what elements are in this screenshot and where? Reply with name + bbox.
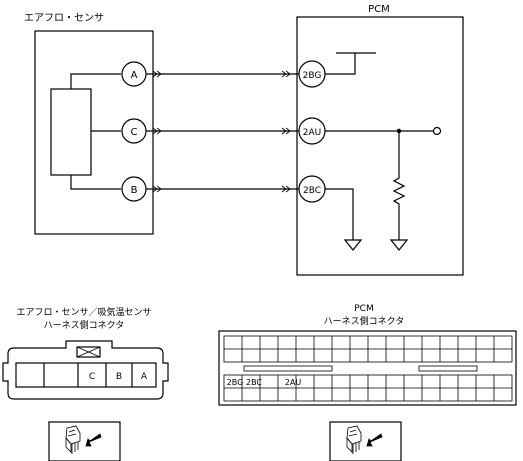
svg-text:A: A: [131, 70, 138, 81]
svg-text:2BC: 2BC: [303, 186, 321, 196]
svg-text:B: B: [131, 185, 138, 196]
sensor-pin-a: A: [121, 61, 147, 87]
svg-text:C: C: [131, 127, 138, 138]
pcm-connector-label-2bc: 2BC: [246, 378, 262, 387]
svg-text:2AU: 2AU: [303, 128, 321, 138]
pcm-pin-2au: 2AU: [298, 117, 326, 145]
ground-symbol: [389, 239, 409, 251]
sensor-title: エアフロ・センサ: [24, 12, 104, 24]
sensor-harness-connector: C B A: [2, 340, 169, 400]
sensor-pin-b: B: [121, 176, 147, 202]
pcm-connector-label-2au: 2AU: [285, 378, 302, 387]
wire-a-2bg: [146, 70, 299, 78]
sensor-connector-cell-c: C: [89, 372, 95, 382]
ground-symbol: [343, 239, 363, 251]
pcm-connector-subtitle: ハーネス側コネクタ: [324, 315, 405, 327]
connector-view-icon: [48, 421, 121, 461]
svg-text:2BG: 2BG: [303, 71, 322, 81]
pcm-box: [296, 16, 464, 276]
sensor-connector-cell-b: B: [116, 372, 122, 382]
sensor-connector-subtitle: ハーネス側コネクタ: [44, 319, 125, 331]
sensor-box: [34, 30, 154, 235]
sensor-element: [50, 88, 92, 176]
wire-b-2bc: [146, 185, 299, 193]
sensor-pin-c: C: [121, 118, 147, 144]
pull-down-resistor: [392, 131, 406, 240]
pcm-connector-label-2bg: 2BG: [227, 378, 244, 387]
pcm-title: PCM: [368, 4, 390, 15]
pcm-connector-title: PCM: [354, 304, 373, 314]
pcm-pin-2bg: 2BG: [298, 60, 326, 88]
pcm-pin-2bc: 2BC: [298, 175, 326, 203]
wire-c-2au: [146, 127, 299, 135]
sensor-connector-cell-a: A: [141, 372, 148, 382]
pcm-harness-connector: 2BG 2BC 2AU: [218, 330, 517, 406]
sensor-connector-title: エアフロ・センサ／吸気温センサ: [16, 306, 151, 318]
connector-view-icon: [329, 421, 402, 461]
